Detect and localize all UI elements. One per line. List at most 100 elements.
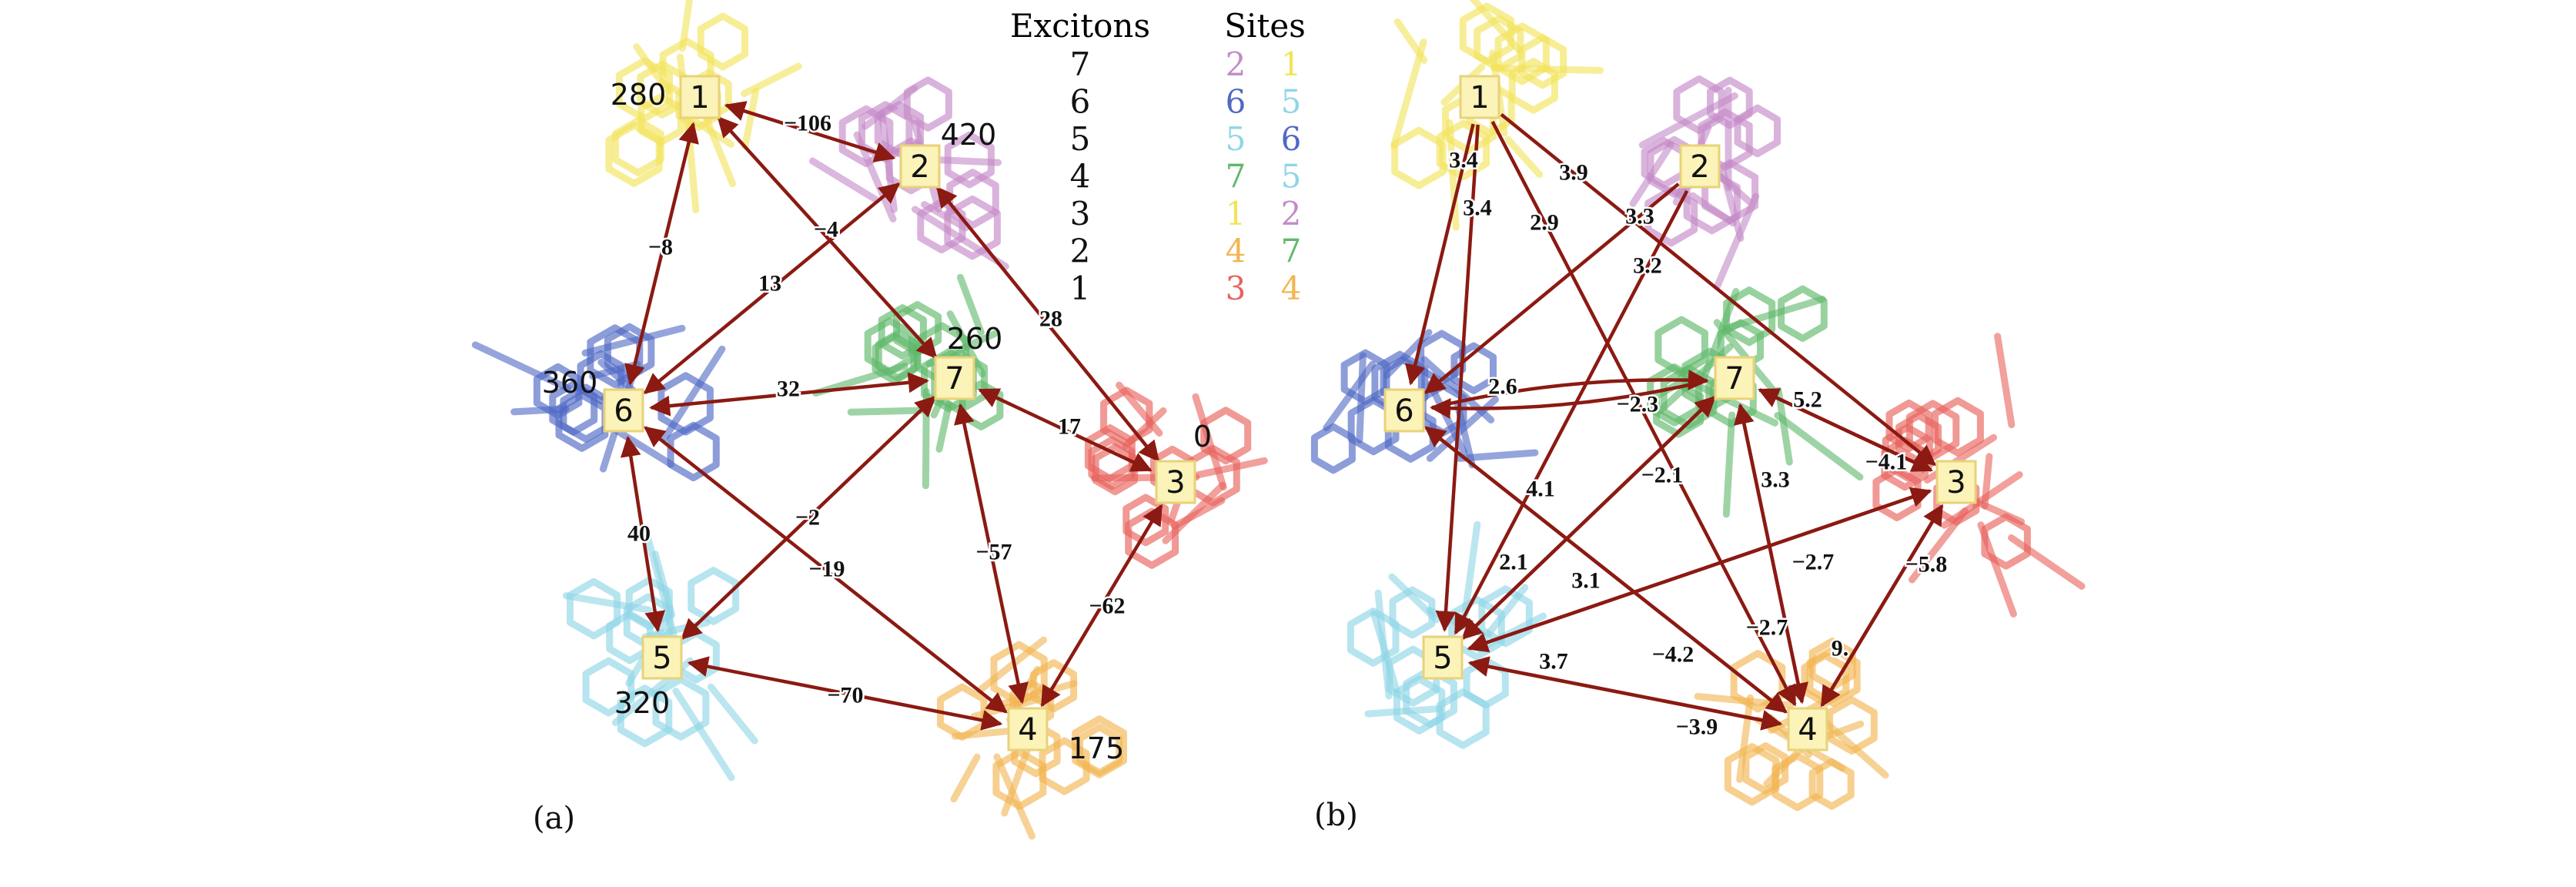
legend-site-b: 1 [1281,45,1302,83]
molecule-bond [1364,705,1443,718]
molecule-bond [1977,521,2017,618]
panel-b-site-node-1: 1 [1459,75,1500,119]
molecule-ring [1450,342,1497,394]
panel-a-site-node-2: 2 [899,144,941,189]
site-box [1155,460,1196,504]
molecule-bond [993,753,1035,840]
panel-a-site-node-3: 3 [1155,460,1196,504]
molecule-bond [1774,412,1864,481]
molecule-bond [1390,38,1427,149]
site-number: 2 [910,149,929,185]
molecule-bond [471,341,572,392]
legend-site-a: 7 [1226,158,1246,196]
arrow-1-5 [1435,124,1480,632]
legend-site-a: 6 [1226,83,1246,121]
site-box [1007,707,1049,751]
legend-site-b: 7 [1281,233,1302,270]
legend-exciton-number: 2 [1070,233,1091,270]
site-energy: 420 [941,118,997,152]
coupling-arrows [620,101,1944,731]
coupling-value: −4 [814,217,838,243]
molecule-bond [1356,352,1367,444]
molecule-bond [510,405,570,416]
site-number: 1 [1470,80,1489,115]
arrow-5-7 [1461,396,1716,640]
molecule-ring [1076,724,1123,776]
arrow-7-6 [1430,379,1708,419]
legend-excitons-title: Excitons [1010,7,1150,45]
molecule-ring [1436,119,1490,181]
arrow-4-5 [1467,656,1781,726]
molecule-ring [1932,397,1984,457]
panel-b-site-node-3: 3 [1935,460,1977,504]
site-box [899,144,941,189]
rate-value: 3.2 [1633,253,1662,279]
site-box [603,388,644,433]
site-number: 6 [614,393,633,429]
molecule-bond [1323,360,1377,432]
rate-value: −4.2 [1652,642,1694,668]
legend-exciton-number: 7 [1070,45,1091,83]
site-6-molecule [1310,329,1539,474]
molecule-bond [1116,381,1163,437]
molecule-ring [1389,586,1436,639]
panel-a-site-node-5: 5 [641,635,683,680]
molecule-bond [950,753,981,803]
site-box [1459,75,1500,119]
molecule-bond [1689,192,1737,227]
site-energy: 360 [542,366,598,400]
rate-value: 3.3 [1761,467,1790,493]
site-number: 3 [1946,465,1965,500]
molecule-ring [1885,399,1932,453]
molecule-ring [1826,696,1878,755]
arrow-1-6 [1404,123,1475,386]
rate-value: 3.9 [1559,160,1588,186]
arrow-4-3 [1820,504,1944,707]
arrow-3-7 [1758,388,1932,472]
coupling-value: 17 [1058,414,1081,440]
coupling-value: −8 [648,235,673,260]
legend-sites-title: Sites [1224,7,1306,45]
legend-site-b: 6 [1281,120,1302,158]
rate-value: −4.1 [1865,450,1908,475]
arrow-5-4 [687,656,1003,731]
legend-site-b: 4 [1281,269,1302,307]
site-number: 6 [1394,393,1413,429]
rate-value: 3.7 [1539,649,1568,674]
rate-value: 3.4 [1449,148,1478,173]
molecule-bond [1722,296,1826,332]
panel-a-site-node-6: 6 [603,388,644,433]
molecule-ring [1644,186,1698,247]
molecule-bond [633,43,672,95]
panel-b-site-node-6: 6 [1383,388,1425,433]
rate-value: −3.9 [1676,715,1718,740]
molecule-ring [1478,585,1533,648]
legend-exciton-number: 1 [1070,269,1091,307]
molecule-bond [1736,694,1755,783]
coupling-value: −57 [975,540,1012,565]
molecule-bond [1638,92,1738,149]
molecule-bond [847,407,927,416]
rate-value: 2.6 [1488,374,1517,400]
site-box [1383,388,1425,433]
legend-exciton-number: 6 [1070,83,1091,121]
site-energy: 0 [1193,420,1212,454]
molecule-ring [1808,758,1855,810]
legend-site-a: 1 [1226,195,1246,233]
molecule-bond [952,726,1020,740]
panel-a-label: (a) [533,801,575,836]
site-box [1787,707,1828,751]
molecule-bond [1446,119,1460,231]
site-number: 1 [690,80,709,115]
arrow-1-3 [1500,112,1937,467]
panel-a-site-node-1: 1 [679,75,721,119]
legend-site-b: 5 [1281,83,1302,121]
rate-value: 2.9 [1530,210,1559,236]
coupling-labels: −106−413−8283217−2−19−57−6240−703.43.42.… [626,109,1949,741]
